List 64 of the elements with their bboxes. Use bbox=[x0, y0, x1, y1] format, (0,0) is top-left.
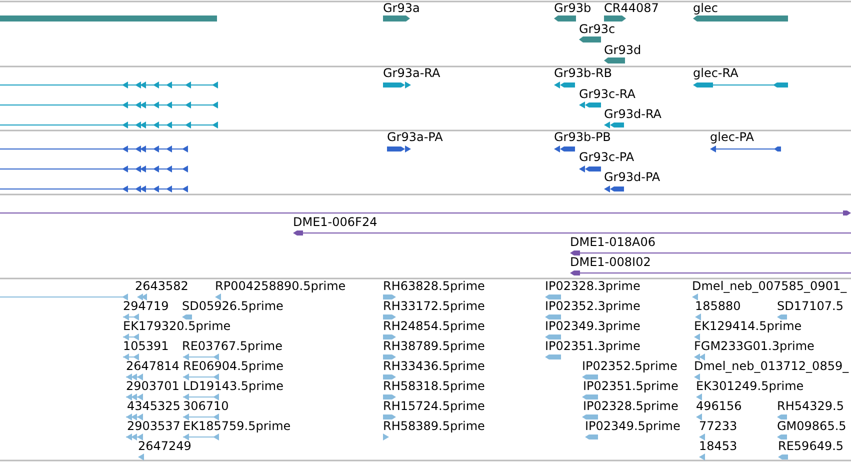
feature-label: DME1-006F24 bbox=[293, 216, 378, 229]
feature-label: Gr93d bbox=[604, 44, 642, 57]
feature-label: EK301249.5prime bbox=[696, 380, 804, 393]
feature-label: IP02349.3prime bbox=[545, 320, 640, 333]
feature-label: Dmel_neb_013712_0859_ bbox=[694, 360, 849, 373]
feature-label: GM09865.5 bbox=[777, 420, 846, 433]
feature-label: SD17107.5 bbox=[777, 300, 844, 313]
feature-label: RE03767.5prime bbox=[182, 340, 282, 353]
feature-label: Gr93a-RA bbox=[383, 67, 440, 80]
feature-label: IP02328.3prime bbox=[545, 280, 640, 293]
feature-label: 185880 bbox=[695, 300, 741, 313]
feature-label: RH33172.5prime bbox=[383, 300, 485, 313]
feature-label: 2647249 bbox=[138, 440, 192, 453]
feature-label: 4345325 bbox=[127, 400, 180, 413]
feature-label: Gr93b bbox=[554, 2, 592, 15]
feature-label: Gr93c bbox=[579, 23, 616, 36]
feature-label: 496156 bbox=[696, 400, 742, 413]
feature-label: RH33436.5prime bbox=[383, 360, 485, 373]
feature-label: RE59649.5 bbox=[778, 440, 844, 453]
feature-label: RH15724.5prime bbox=[383, 400, 485, 413]
feature-label: SD05926.5prime bbox=[182, 300, 284, 313]
feature-label: Gr93c-RA bbox=[579, 88, 636, 101]
feature-label: 2643582 bbox=[135, 280, 188, 293]
feature-label: 294719 bbox=[123, 300, 169, 313]
feature-label: RH24854.5prime bbox=[383, 320, 485, 333]
feature-label: 2903537 bbox=[127, 420, 180, 433]
feature-label: RH63828.5prime bbox=[383, 280, 485, 293]
feature-label: EK129414.5prime bbox=[694, 320, 802, 333]
feature-label: glec bbox=[693, 2, 718, 15]
feature-label: EK179320.5prime bbox=[123, 320, 231, 333]
feature-label: EK185759.5prime bbox=[183, 420, 291, 433]
feature-label: IP02328.5prime bbox=[583, 400, 678, 413]
feature-label: 2647814 bbox=[126, 360, 180, 373]
feature-label: DME1-008I02 bbox=[570, 256, 651, 269]
feature-label: Gr93c-PA bbox=[579, 151, 634, 164]
feature-label: RE06904.5prime bbox=[183, 360, 284, 373]
feature-label: LD19143.5prime bbox=[183, 380, 284, 393]
feature-label: Gr93a bbox=[383, 2, 420, 15]
feature-label: IP02351.5prime bbox=[583, 380, 678, 393]
feature-label: FGM233G01.3prime bbox=[694, 340, 814, 353]
feature-label: IP02349.5prime bbox=[585, 420, 680, 433]
feature-label: RP004258890.5prime bbox=[215, 280, 346, 293]
feature-label: RH58318.5prime bbox=[383, 380, 485, 393]
feature-label: Gr93d-PA bbox=[604, 171, 660, 184]
feature-label: CR44087 bbox=[604, 2, 659, 15]
feature-label: glec-RA bbox=[693, 67, 738, 80]
feature-label: IP02352.3prime bbox=[545, 300, 640, 313]
feature-label: Gr93b-RB bbox=[554, 67, 612, 80]
feature-label: Gr93b-PB bbox=[554, 131, 611, 144]
feature-label: IP02351.3prime bbox=[545, 340, 640, 353]
feature-label: Dmel_neb_007585_0901_ bbox=[692, 280, 847, 293]
feature-label: 2903701 bbox=[126, 380, 180, 393]
feature-label: RH38789.5prime bbox=[383, 340, 485, 353]
feature-label: RH54329.5 bbox=[777, 400, 844, 413]
feature-label: IP02352.5prime bbox=[582, 360, 678, 373]
feature-label: glec-PA bbox=[710, 131, 754, 144]
feature-label: Gr93d-RA bbox=[604, 108, 662, 121]
feature-label: RH58389.5prime bbox=[383, 420, 485, 433]
feature-label: 306710 bbox=[183, 400, 229, 413]
feature-label: Gr93a-PA bbox=[387, 131, 443, 144]
feature-label: 18453 bbox=[699, 440, 738, 453]
feature-label: DME1-018A06 bbox=[570, 236, 656, 249]
feature-label: 105391 bbox=[123, 340, 169, 353]
feature-label: 77233 bbox=[699, 420, 738, 433]
